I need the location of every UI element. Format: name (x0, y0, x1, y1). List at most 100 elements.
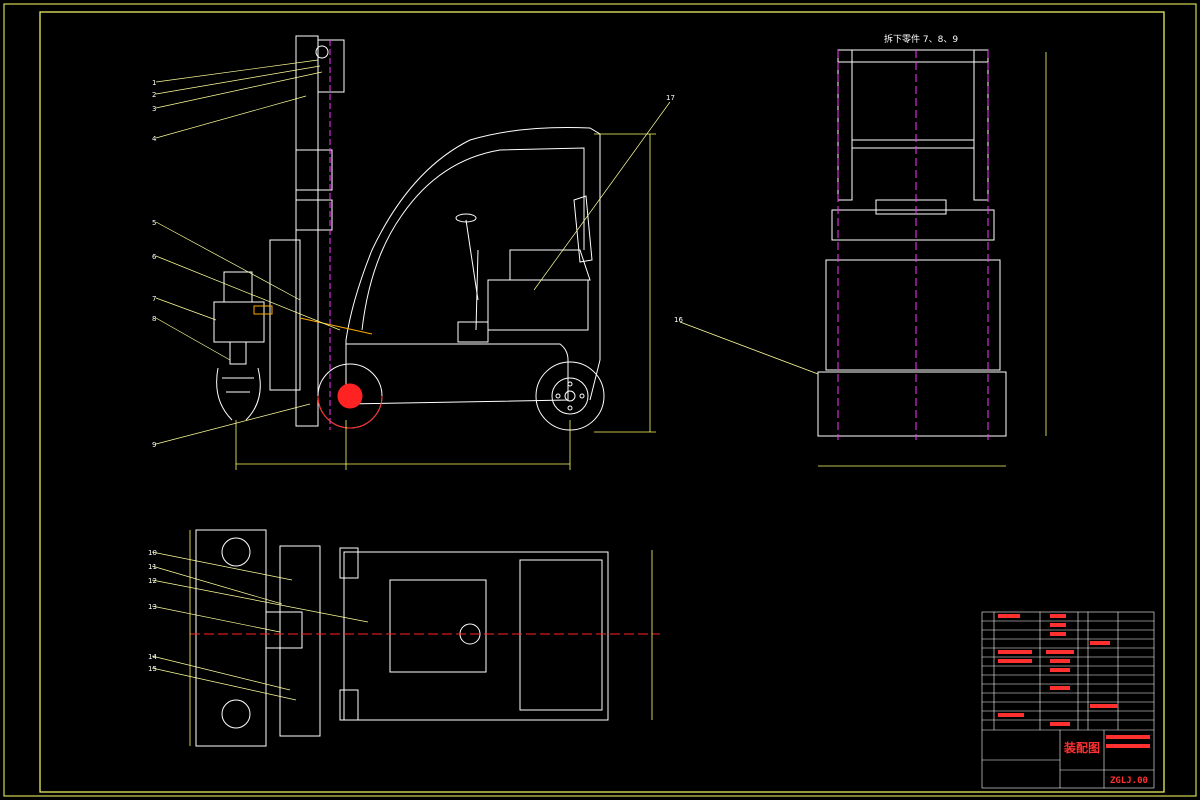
mast-right-rail (973, 49, 989, 201)
part-label-16: 16 (674, 316, 683, 324)
side-view (213, 35, 605, 431)
leader-1 (155, 59, 319, 83)
rear-wheel-bolt (579, 393, 585, 399)
cell-mark (1050, 632, 1066, 636)
drawing-code: ZGLJ.00 (1110, 776, 1148, 786)
front-wheel-guard (317, 395, 383, 429)
leader-2 (155, 65, 321, 95)
engine-top (389, 579, 487, 673)
side-dimensions (235, 133, 656, 470)
part-label-10: 10 (148, 549, 157, 557)
top-dimensions (189, 530, 653, 746)
part-label-7: 7 (152, 295, 156, 303)
cell-mark (1050, 686, 1070, 690)
drawing-title: 装配图 (1063, 740, 1100, 755)
gripper-jaws (216, 367, 261, 421)
part-label-12: 12 (148, 577, 157, 585)
cab-inner-line (361, 147, 585, 331)
gripper-bolt (253, 305, 273, 315)
part-label-14: 14 (148, 653, 157, 661)
parts-list-rows (982, 620, 1154, 731)
front-wheel-hub (337, 383, 363, 409)
part-label-13: 13 (148, 603, 157, 611)
part-label-11: 11 (148, 563, 157, 571)
rotator-top (265, 611, 303, 649)
steering-wheel (455, 213, 477, 223)
mast-rail (295, 35, 319, 427)
cell-mark (1050, 668, 1070, 672)
cell-mark (998, 713, 1024, 717)
gripper-top-frame (195, 529, 267, 747)
mast-block-lower (295, 199, 333, 231)
title-block (981, 611, 1155, 789)
part-label-2: 2 (152, 91, 156, 99)
rotator-motor (223, 271, 253, 303)
parts-list-columns (993, 612, 1119, 730)
body-top-outline (343, 551, 609, 721)
mast-crossbeam-top (837, 49, 989, 63)
carriage-plate (269, 239, 301, 391)
gripper-roller-bottom (221, 699, 251, 729)
top-view (190, 529, 660, 747)
carriage-top (279, 545, 321, 737)
part-label-4: 4 (152, 135, 157, 143)
cab-outline (345, 127, 601, 404)
cell-mark (998, 614, 1020, 618)
cell-mark (1090, 704, 1118, 708)
leader-10 (151, 551, 293, 581)
cell-mark (998, 659, 1032, 663)
leader-3 (155, 71, 323, 109)
pedal-box (457, 321, 489, 343)
seat (509, 249, 591, 281)
leader-16 (679, 321, 819, 375)
leader-17 (533, 101, 671, 291)
rear-wheel-rim (551, 377, 589, 415)
cell-mark (1050, 614, 1066, 618)
top-leaders (151, 551, 369, 701)
leader-5 (155, 221, 301, 301)
leader-9 (155, 403, 311, 445)
gripper-roller-top (221, 537, 251, 567)
part-label-8: 8 (152, 315, 156, 323)
seat-top (875, 199, 947, 215)
carriage-front (831, 209, 995, 241)
mast-block-upper (295, 149, 333, 191)
part-label-1: 1 (152, 79, 156, 87)
cell-mark (1050, 722, 1070, 726)
leader-8 (155, 317, 231, 361)
leader-14 (151, 655, 291, 691)
leader-15 (151, 667, 297, 701)
rear-wheel (535, 361, 605, 431)
cell-mark (1050, 659, 1070, 663)
rotator-body (213, 301, 265, 343)
part-label-15: 15 (148, 665, 157, 673)
leader-11 (151, 565, 283, 605)
part-label-3: 3 (152, 105, 156, 113)
front-dimensions (679, 52, 1047, 467)
rear-wheel-bolt (555, 393, 561, 399)
front-wheel-right (339, 689, 359, 721)
cell-mark (1106, 735, 1150, 739)
chassis-base (817, 371, 1007, 437)
cell-mark (998, 650, 1032, 654)
front-view (817, 49, 1007, 440)
title-block-frame (981, 611, 1155, 789)
rear-wheel-bolt (567, 381, 573, 387)
parts-list-entries (998, 614, 1150, 748)
cab-top (519, 559, 603, 711)
leader-6 (155, 255, 341, 331)
seat-back (573, 195, 593, 263)
cell-mark (1050, 623, 1066, 627)
leader-4 (155, 95, 307, 139)
part-label-9: 9 (152, 441, 156, 449)
leader-12 (151, 579, 369, 623)
part-label-6: 6 (152, 253, 157, 261)
engine-housing (487, 279, 589, 331)
tilt-cylinder (299, 317, 373, 335)
part-label-5: 5 (152, 219, 156, 227)
outer-border (3, 3, 1197, 797)
mast-top-bracket (317, 39, 345, 93)
leader-7 (155, 297, 217, 321)
cell-mark (1106, 744, 1150, 748)
